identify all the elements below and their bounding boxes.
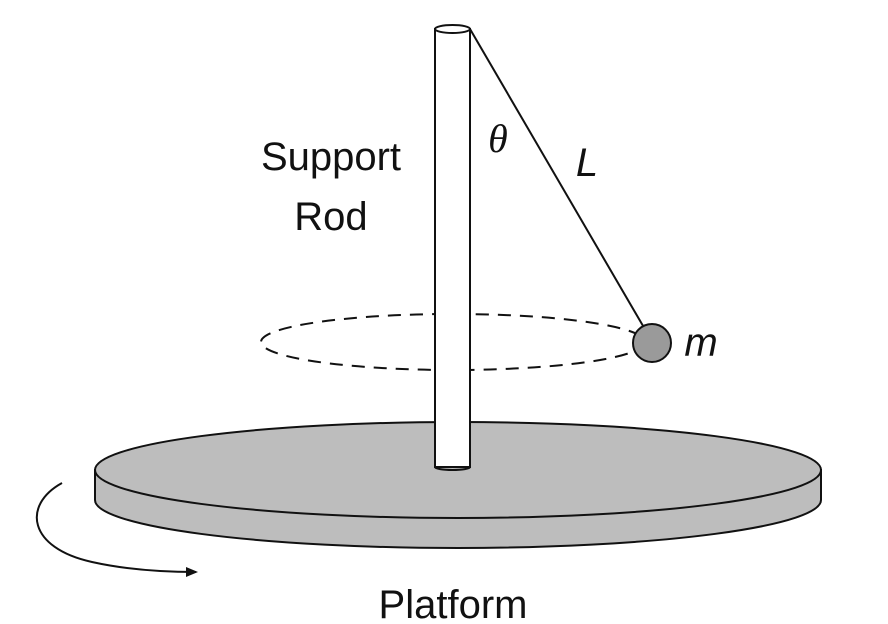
rod-body (434, 28, 471, 468)
platform-label: Platform (379, 583, 528, 624)
rod-bottom-edge (434, 466, 471, 471)
pendulum-string (469, 28, 647, 332)
support-rod-label-line1: Support (261, 135, 401, 179)
support-rod-label-line2: Rod (294, 195, 367, 239)
angle-label: θ (488, 116, 508, 161)
length-label: L (576, 141, 598, 185)
pendulum-bob (632, 323, 672, 363)
support-rod (434, 24, 471, 471)
curved-arrow-icon (35, 482, 198, 577)
rod-top-cap (434, 24, 471, 34)
mass-label: m (684, 321, 717, 365)
